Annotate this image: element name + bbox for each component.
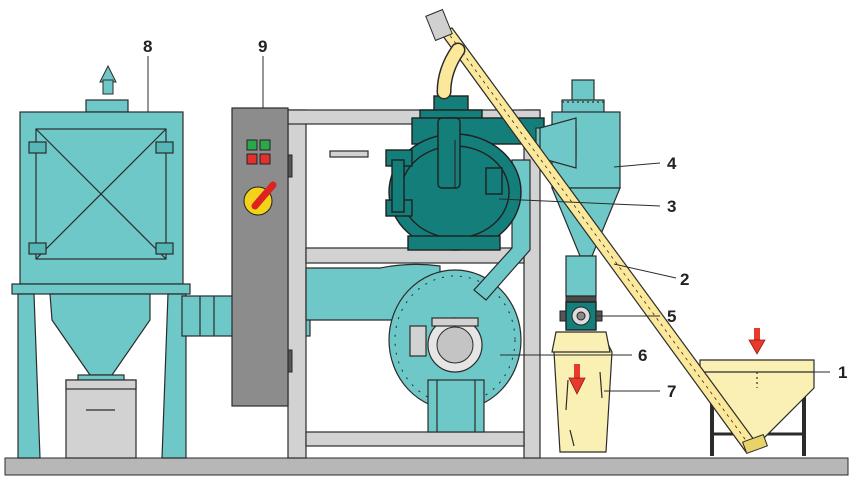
label-5: 5	[667, 307, 676, 326]
control-cabinet	[231, 107, 293, 407]
fill-arrow-icon	[568, 377, 586, 395]
conveyor-tube	[425, 8, 769, 455]
feed-arrow-icon	[748, 339, 766, 355]
label-4: 4	[667, 154, 677, 173]
cyclone	[535, 79, 621, 297]
label-7: 7	[667, 382, 676, 401]
red-lamp-icon	[259, 153, 271, 165]
green-lamp-icon	[259, 139, 271, 151]
label-8: 8	[143, 37, 152, 56]
label-9: 9	[258, 37, 267, 56]
green-lamp-icon	[246, 139, 258, 151]
product-bag	[551, 331, 613, 453]
label-2: 2	[680, 270, 689, 289]
dust-filter	[11, 64, 191, 459]
label-6: 6	[638, 346, 647, 365]
label-1: 1	[838, 363, 847, 382]
red-lamp-icon	[246, 153, 258, 165]
label-3: 3	[667, 197, 676, 216]
rotary-valve	[559, 295, 603, 331]
fan	[305, 263, 522, 433]
main-switch-icon	[243, 181, 277, 216]
leader-lines	[147, 56, 830, 392]
floor	[4, 457, 849, 476]
